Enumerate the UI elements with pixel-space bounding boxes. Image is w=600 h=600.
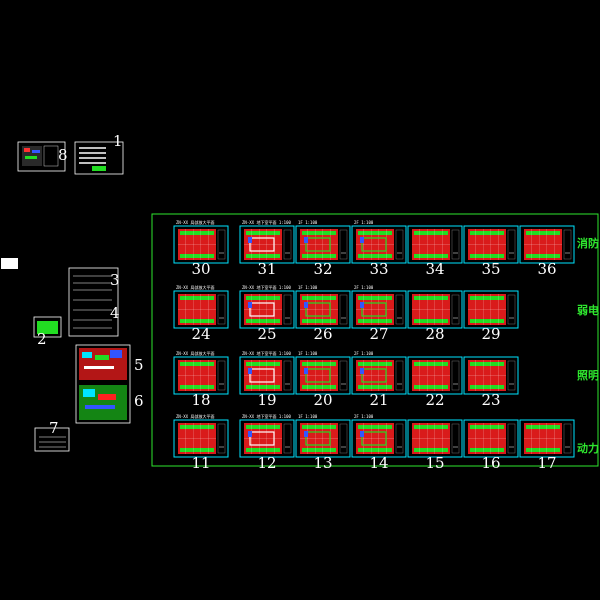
sheet-32[interactable]: 1F 1:100 32 (295, 220, 351, 278)
sheet-number: 6 (134, 392, 144, 410)
sheet-number: 17 (537, 454, 556, 472)
sheet-number: 16 (481, 454, 500, 472)
sheet-number: 22 (425, 391, 444, 409)
sheet-number: 25 (257, 325, 276, 343)
sheet-11[interactable]: ZN-XX 局部放大平面 11 (173, 413, 229, 472)
sheet-caption: 1F 1:100 (298, 414, 318, 419)
sheet-number: 19 (257, 391, 276, 409)
sheet-number: 15 (425, 454, 444, 472)
sheet-caption: 1F 1:100 (298, 285, 318, 290)
sheet-number: 33 (369, 260, 388, 278)
sheet-35[interactable]: 35 (463, 225, 519, 278)
sheet-caption: ZN-XX 地下室平面 1:100 (242, 413, 291, 419)
sheet-16[interactable]: 16 (463, 419, 519, 472)
sheet-number: 26 (313, 325, 332, 343)
sheet-caption: 2F 1:100 (354, 351, 374, 356)
sheet-number: 30 (191, 260, 210, 278)
sheet-number: 35 (481, 260, 500, 278)
sheet-number: 32 (313, 260, 332, 278)
sheet-24[interactable]: ZN-XX 局部放大平面 24 (173, 284, 229, 343)
sheet-number: 8 (58, 146, 68, 164)
sheet-number: 12 (257, 454, 276, 472)
sheet-15[interactable]: 15 (407, 419, 463, 472)
legend-box (1, 258, 18, 269)
sheet-number: 31 (257, 260, 276, 278)
sheet-25[interactable]: ZN-XX 地下室平面 1:100 25 (239, 284, 295, 343)
sheet-number: 13 (313, 454, 332, 472)
sheet-caption: ZN-XX 局部放大平面 (176, 284, 214, 290)
sheet-number: 28 (425, 325, 444, 343)
sheet-caption: ZN-XX 地下室平面 1:100 (242, 350, 291, 356)
sheet-caption: ZN-XX 地下室平面 1:100 (242, 219, 291, 225)
sheet-17[interactable]: 17 (519, 419, 575, 472)
sheet-number: 21 (369, 391, 388, 409)
sheet-caption: ZN-XX 局部放大平面 (176, 350, 214, 356)
sheet-36[interactable]: 36 (519, 225, 575, 278)
sheet-26[interactable]: 1F 1:100 26 (295, 285, 351, 343)
sheet-number: 7 (49, 419, 59, 437)
sheet-27[interactable]: 2F 1:100 27 (351, 285, 407, 343)
sheet-caption: ZN-XX 局部放大平面 (176, 219, 214, 225)
sheet-23[interactable]: 23 (463, 356, 519, 409)
sheet-number: 5 (134, 356, 144, 374)
sheet-number: 29 (481, 325, 500, 343)
sheet-20[interactable]: 1F 1:100 20 (295, 351, 351, 409)
sheet-8[interactable]: 8 (17, 141, 68, 172)
sheet-31[interactable]: ZN-XX 地下室平面 1:100 31 (239, 219, 295, 278)
sheet-number: 1 (113, 132, 123, 150)
sheet-22[interactable]: 22 (407, 356, 463, 409)
sheet-caption: 1F 1:100 (298, 351, 318, 356)
sheet-number: 14 (369, 454, 388, 472)
sheet-33[interactable]: 2F 1:100 33 (351, 220, 407, 278)
sheet-number: 2 (37, 330, 47, 348)
group-label: 照明 (577, 369, 599, 382)
group-label: 动力 (577, 441, 599, 455)
group-label: 消防 (577, 236, 599, 250)
sheet-12[interactable]: ZN-XX 地下室平面 1:100 12 (239, 413, 295, 472)
sheet-34[interactable]: 34 (407, 225, 463, 278)
sheet-caption: 2F 1:100 (354, 414, 374, 419)
sheet-14[interactable]: 2F 1:100 14 (351, 414, 407, 472)
sheet-caption: 2F 1:100 (354, 220, 374, 225)
sheet-number: 36 (537, 260, 556, 278)
sheet-number: 3 (110, 271, 120, 289)
sheet-2[interactable]: 2 (33, 316, 62, 348)
sheet-number: 18 (191, 391, 210, 409)
sheet-19[interactable]: ZN-XX 地下室平面 1:100 19 (239, 350, 295, 409)
sheet-5-6[interactable]: 5 6 (75, 344, 144, 424)
sheet-21[interactable]: 2F 1:100 21 (351, 351, 407, 409)
sheet-28[interactable]: 28 (407, 290, 463, 343)
sheet-13[interactable]: 1F 1:100 13 (295, 414, 351, 472)
sheet-caption: ZN-XX 地下室平面 1:100 (242, 284, 291, 290)
sheet-number: 11 (191, 454, 210, 472)
sheet-number: 27 (369, 325, 388, 343)
sheet-caption: 2F 1:100 (354, 285, 374, 290)
sheet-number: 4 (110, 304, 120, 322)
sheet-number: 24 (191, 325, 210, 343)
sheet-29[interactable]: 29 (463, 290, 519, 343)
main-frame (151, 213, 599, 467)
sheet-number: 34 (425, 260, 444, 278)
sheet-number: 23 (481, 391, 500, 409)
sheet-3-4[interactable]: 3 4 (68, 267, 120, 337)
group-label: 弱电 (577, 303, 599, 317)
sheet-caption: ZN-XX 局部放大平面 (176, 413, 214, 419)
sheet-7[interactable]: 7 (34, 419, 70, 452)
sheet-number: 20 (313, 391, 332, 409)
sheet-30[interactable]: ZN-XX 局部放大平面 30 (173, 219, 229, 278)
sheet-caption: 1F 1:100 (298, 220, 318, 225)
sheet-18[interactable]: ZN-XX 局部放大平面 18 (173, 350, 229, 409)
sheet-1[interactable]: 1 (74, 132, 124, 175)
